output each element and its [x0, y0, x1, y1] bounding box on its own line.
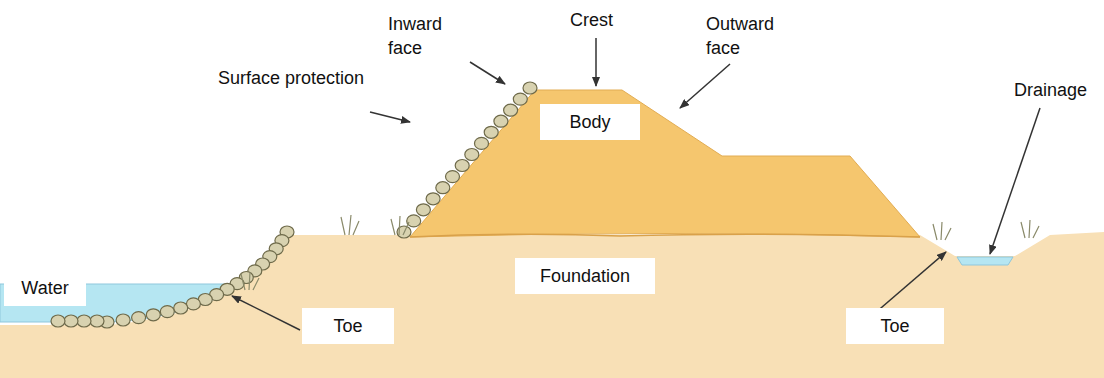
- rock: [174, 302, 188, 314]
- foundation-ground: [0, 232, 1104, 378]
- rock: [64, 315, 78, 327]
- rock: [146, 309, 160, 321]
- rock: [132, 312, 146, 324]
- surface-protection-rocks: [51, 82, 537, 328]
- body-label: Body: [540, 104, 640, 140]
- toe-label: Toe: [846, 308, 944, 344]
- rock: [446, 171, 460, 183]
- rock: [116, 314, 130, 326]
- crest-label: Crest: [570, 8, 613, 32]
- rock: [523, 82, 537, 94]
- rock: [475, 137, 489, 149]
- rock: [465, 149, 479, 161]
- rock: [494, 115, 508, 127]
- rock: [504, 104, 518, 116]
- water-label: Water: [4, 270, 86, 306]
- body-base-line: [410, 234, 920, 237]
- rock: [77, 315, 91, 327]
- rock: [416, 204, 430, 216]
- rock: [513, 93, 527, 105]
- rock: [426, 193, 440, 205]
- rock: [407, 215, 421, 227]
- drainage-water: [957, 257, 1013, 265]
- rock: [436, 182, 450, 194]
- drainage-label: Drainage: [1014, 78, 1087, 102]
- foundation-label: Foundation: [515, 258, 655, 294]
- surface-protection-label: Surface protection: [218, 66, 368, 90]
- rock: [90, 315, 104, 327]
- levee-body: [410, 90, 920, 237]
- rock: [51, 315, 65, 327]
- rock: [186, 298, 200, 310]
- rock: [484, 126, 498, 138]
- outward-face-label: Outward face: [706, 12, 796, 60]
- toe-label: Toe: [302, 308, 394, 344]
- rock: [455, 160, 469, 172]
- inward-face-label: Inward face: [388, 12, 468, 60]
- rock: [160, 306, 174, 318]
